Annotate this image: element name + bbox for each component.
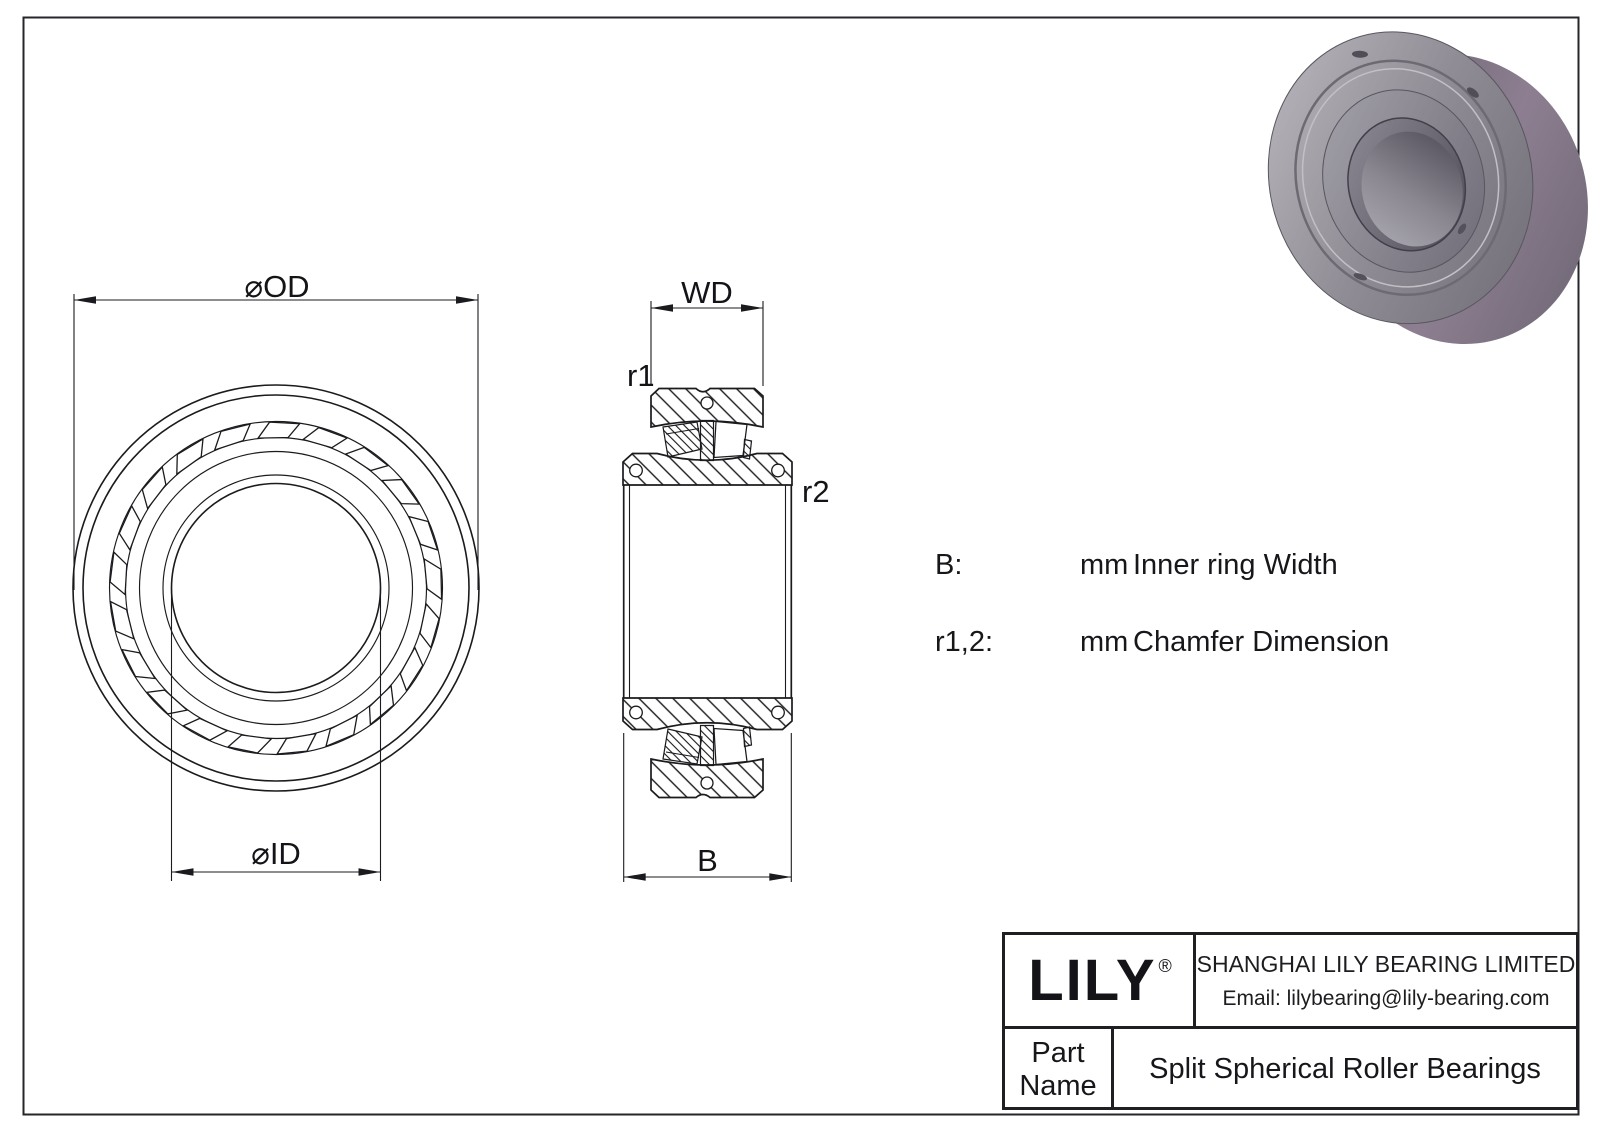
logo-text: LILY (1028, 948, 1157, 1013)
registered-mark: ® (1158, 956, 1172, 976)
wd-dimension: WD (650, 275, 764, 386)
front-view-drawing (72, 384, 480, 792)
spec-symbol: B: (935, 549, 963, 581)
section-view-drawing (622, 387, 793, 799)
od-dimension: ⌀OD (73, 269, 479, 590)
id-dimension: ⌀ID (170, 588, 382, 881)
title-block-row-part: Part Name Split Spherical Roller Bearing… (1005, 1029, 1576, 1110)
r2-label: r2 (802, 474, 830, 509)
b-label: B (697, 843, 718, 878)
company-cell: SHANGHAI LILY BEARING LIMITED Email: lil… (1196, 935, 1576, 1026)
company-name: SHANGHAI LILY BEARING LIMITED (1196, 950, 1576, 977)
od-label: ⌀OD (244, 269, 309, 304)
company-email: Email: lilybearing@lily-bearing.com (1222, 986, 1550, 1010)
title-block: LILY® SHANGHAI LILY BEARING LIMITED Emai… (1002, 932, 1579, 1110)
part-name-cell: Split Spherical Roller Bearings (1114, 1029, 1576, 1110)
bearing-3d-render (1267, 31, 1588, 345)
part-label-cell: Part Name (1005, 1029, 1114, 1110)
page-border (22, 16, 1580, 1116)
part-label-line2: Name (1019, 1069, 1097, 1102)
wd-label: WD (681, 275, 733, 310)
spec-unit: mm (1080, 626, 1129, 658)
part-name: Split Spherical Roller Bearings (1149, 1053, 1541, 1085)
spec-unit: mm (1080, 549, 1129, 581)
roller-ring (109, 421, 443, 755)
logo-cell: LILY® (1005, 935, 1196, 1026)
r1-label: r1 (627, 358, 655, 393)
spec-symbol: r1,2: (935, 626, 994, 658)
part-label-line1: Part (1031, 1036, 1085, 1069)
spec-description: Chamfer Dimension (1133, 626, 1390, 658)
id-label: ⌀ID (251, 836, 301, 871)
b-dimension: B (623, 733, 792, 882)
title-block-row-company: LILY® SHANGHAI LILY BEARING LIMITED Emai… (1005, 935, 1576, 1029)
spec-description: Inner ring Width (1133, 549, 1338, 581)
lily-logo: LILY® (1028, 947, 1172, 1014)
